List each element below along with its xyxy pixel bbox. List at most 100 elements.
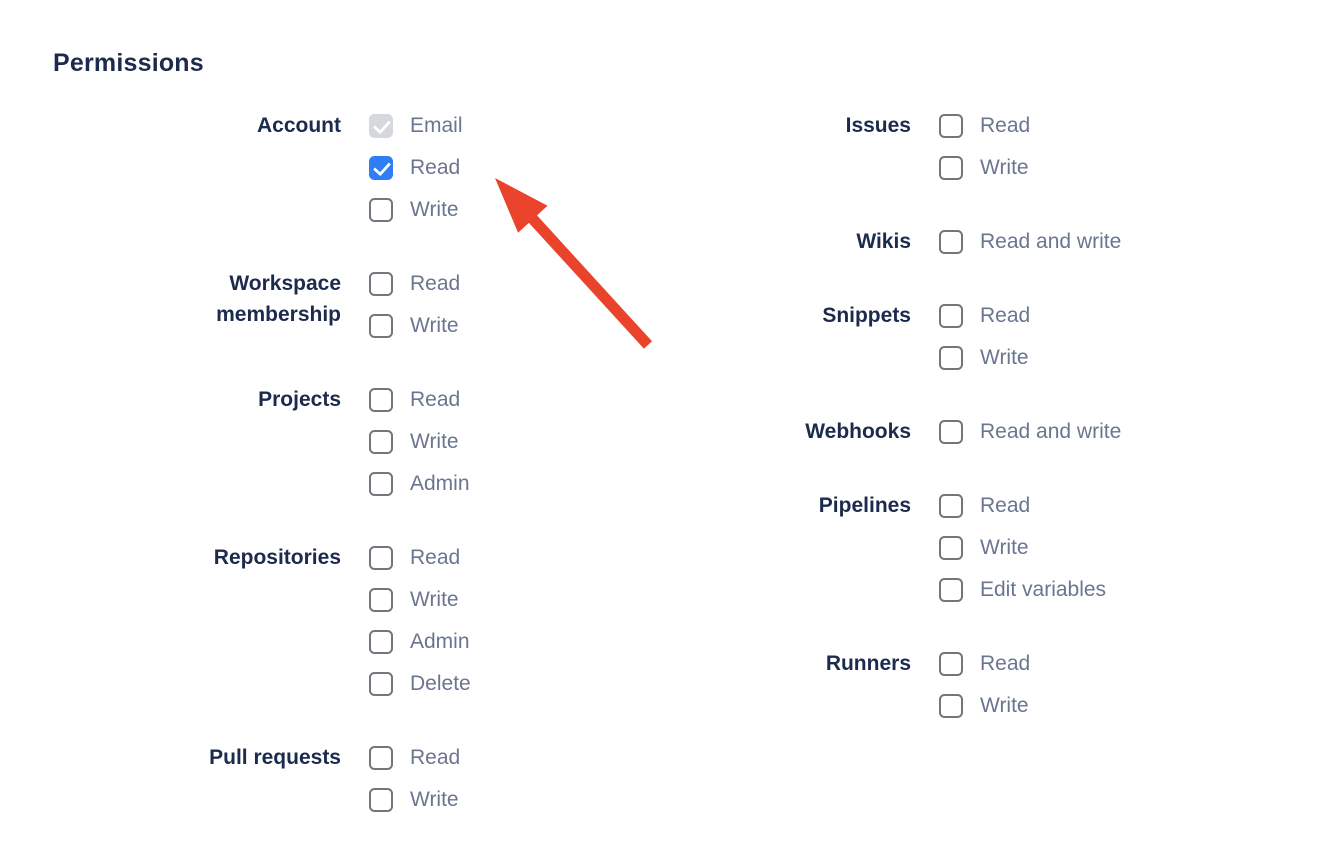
checkbox-row-account-read[interactable]: Read — [369, 147, 463, 189]
pipelines-edit-variables-checkbox[interactable] — [939, 578, 963, 602]
checkbox-row-account-write[interactable]: Write — [369, 189, 463, 231]
checkbox-label-read: Read — [410, 546, 461, 569]
checkbox-row-webhooks-read-and-write[interactable]: Read and write — [939, 411, 1121, 453]
webhooks-read-and-write-checkbox[interactable] — [939, 420, 963, 444]
checkbox-row-pull-requests-read[interactable]: Read — [369, 737, 460, 779]
checkbox-row-repositories-read[interactable]: Read — [369, 537, 471, 579]
checkbox-row-projects-read[interactable]: Read — [369, 379, 470, 421]
checkbox-label-edit-variables: Edit variables — [980, 578, 1107, 601]
wikis-read-and-write-checkbox[interactable] — [939, 230, 963, 254]
checkbox-label-write: Write — [980, 346, 1029, 369]
checkbox-row-repositories-delete[interactable]: Delete — [369, 663, 471, 705]
checkbox-row-repositories-admin[interactable]: Admin — [369, 621, 471, 663]
checkbox-label-read: Read — [410, 388, 461, 411]
workspace-membership-write-checkbox[interactable] — [369, 314, 393, 338]
checkbox-row-issues-write[interactable]: Write — [939, 147, 1030, 189]
checkbox-label-read: Read — [980, 304, 1031, 327]
checkbox-label-read: Read — [980, 652, 1031, 675]
checkbox-label-read: Read — [980, 114, 1031, 137]
annotation-arrow-head — [495, 178, 548, 233]
workspace-membership-read-checkbox[interactable] — [369, 272, 393, 296]
checkbox-label-read: Read — [410, 272, 461, 295]
checkbox-row-workspace-membership-write[interactable]: Write — [369, 305, 460, 347]
snippets-write-checkbox[interactable] — [939, 346, 963, 370]
group-label-pipelines: Pipelines — [818, 494, 911, 517]
repositories-read-checkbox[interactable] — [369, 546, 393, 570]
checkbox-row-pipelines-edit-variables[interactable]: Edit variables — [939, 569, 1106, 611]
projects-write-checkbox[interactable] — [369, 430, 393, 454]
checkbox-row-pipelines-write[interactable]: Write — [939, 527, 1106, 569]
pull-requests-read-checkbox[interactable] — [369, 746, 393, 770]
checkbox-row-pull-requests-write[interactable]: Write — [369, 779, 460, 821]
checkbox-label-admin: Admin — [410, 472, 470, 495]
checkbox-row-snippets-write[interactable]: Write — [939, 337, 1030, 379]
snippets-read-checkbox[interactable] — [939, 304, 963, 328]
pipelines-write-checkbox[interactable] — [939, 536, 963, 560]
checkbox-label-read: Read — [410, 746, 461, 769]
checkbox-row-runners-read[interactable]: Read — [939, 643, 1030, 685]
group-label-issues: Issues — [845, 114, 911, 137]
runners-read-checkbox[interactable] — [939, 652, 963, 676]
runners-write-checkbox[interactable] — [939, 694, 963, 718]
checkbox-label-write: Write — [980, 694, 1029, 717]
group-options-webhooks: Read and write — [939, 411, 1121, 453]
checkbox-row-projects-write[interactable]: Write — [369, 421, 470, 463]
repositories-admin-checkbox[interactable] — [369, 630, 393, 654]
group-label-runners: Runners — [825, 652, 911, 675]
repositories-delete-checkbox[interactable] — [369, 672, 393, 696]
checkbox-label-read-and-write: Read and write — [980, 230, 1122, 253]
projects-read-checkbox[interactable] — [369, 388, 393, 412]
checkbox-row-runners-write[interactable]: Write — [939, 685, 1030, 727]
checkbox-label-email: Email — [410, 114, 463, 137]
checkbox-row-snippets-read[interactable]: Read — [939, 295, 1030, 337]
group-label-repositories: Repositories — [213, 546, 341, 569]
checkbox-label-write: Write — [410, 788, 459, 811]
checkbox-label-delete: Delete — [410, 672, 471, 695]
checkbox-row-issues-read[interactable]: Read — [939, 105, 1030, 147]
checkbox-label-read: Read — [980, 494, 1031, 517]
checkbox-label-write: Write — [410, 314, 459, 337]
pull-requests-write-checkbox[interactable] — [369, 788, 393, 812]
issues-write-checkbox[interactable] — [939, 156, 963, 180]
checkbox-row-wikis-read-and-write[interactable]: Read and write — [939, 221, 1121, 263]
group-label-projects: Projects — [258, 388, 341, 411]
checkbox-row-account-email: Email — [369, 105, 463, 147]
account-email-checkbox — [369, 114, 393, 138]
pipelines-read-checkbox[interactable] — [939, 494, 963, 518]
group-label-webhooks: Webhooks — [805, 420, 911, 443]
repositories-write-checkbox[interactable] — [369, 588, 393, 612]
group-label-pull-requests: Pull requests — [209, 746, 341, 769]
checkbox-label-read-and-write: Read and write — [980, 420, 1122, 443]
account-write-checkbox[interactable] — [369, 198, 393, 222]
account-read-checkbox[interactable] — [369, 156, 393, 180]
projects-admin-checkbox[interactable] — [369, 472, 393, 496]
checkbox-label-read: Read — [410, 156, 461, 179]
checkbox-row-pipelines-read[interactable]: Read — [939, 485, 1106, 527]
checkbox-row-projects-admin[interactable]: Admin — [369, 463, 470, 505]
checkbox-label-write: Write — [980, 536, 1029, 559]
page-title: Permissions — [53, 49, 204, 77]
annotation-arrow-shaft — [526, 213, 653, 349]
checkbox-row-repositories-write[interactable]: Write — [369, 579, 471, 621]
issues-read-checkbox[interactable] — [939, 114, 963, 138]
group-label-workspace-membership: Workspace membership — [216, 272, 341, 326]
checkbox-row-workspace-membership-read[interactable]: Read — [369, 263, 460, 305]
